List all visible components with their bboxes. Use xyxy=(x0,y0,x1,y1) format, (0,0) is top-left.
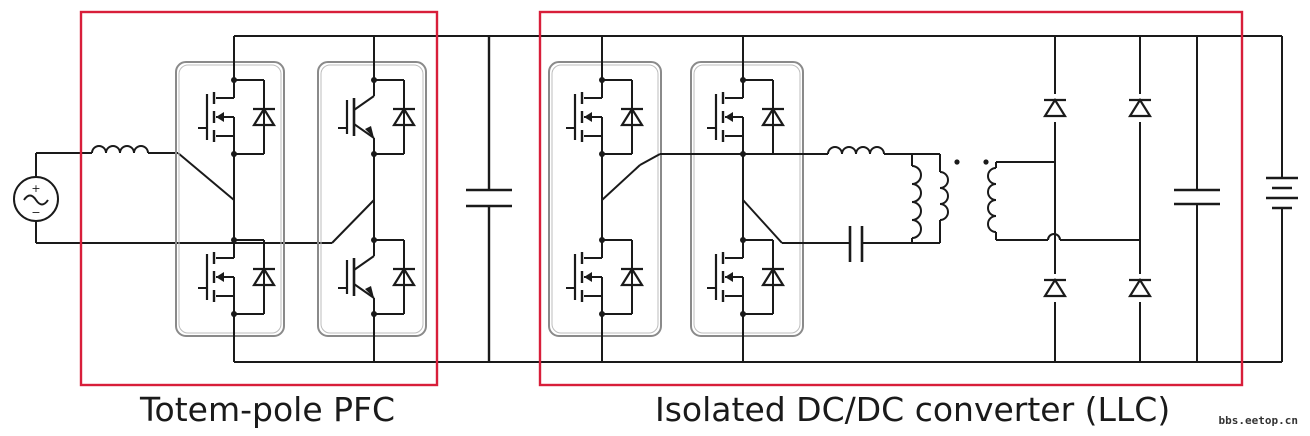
pfc-high-igbt-icon xyxy=(338,77,415,157)
ac-source-icon: + − xyxy=(13,152,332,244)
magnetizing-inductor-icon xyxy=(911,165,922,239)
pfc-section-label: Totem-pole PFC xyxy=(140,390,396,429)
pfc-high-mosfet-icon xyxy=(198,77,275,157)
polarity-dot-secondary xyxy=(983,159,989,165)
dc-bus xyxy=(234,35,1058,363)
pfc-igbt-leg xyxy=(317,36,427,362)
input-inductor-icon xyxy=(91,145,235,201)
source-minus-sign: − xyxy=(31,206,40,219)
transformer-primary-icon xyxy=(939,171,949,221)
resonant-tank xyxy=(639,146,1140,262)
llc1-low-mosfet-icon xyxy=(566,237,643,317)
llc2-low-mosfet-icon xyxy=(707,237,784,317)
battery-icon xyxy=(1266,36,1298,362)
polarity-dot-primary xyxy=(954,159,960,165)
dc-link-capacitor-icon xyxy=(466,36,512,362)
llc-section-label: Isolated DC/DC converter (LLC) xyxy=(655,390,1171,429)
rectifier-diodes xyxy=(1042,94,1153,302)
watermark: bbs.eetop.cn xyxy=(1218,414,1298,427)
transformer-secondary-icon xyxy=(987,167,997,233)
resonant-inductor-icon xyxy=(827,146,885,155)
llc-highlight-box xyxy=(538,10,1244,387)
pfc-low-mosfet-icon xyxy=(198,237,275,317)
llc-leg-2 xyxy=(690,36,804,362)
source-plus-sign: + xyxy=(31,182,40,195)
pfc-highlight-box xyxy=(79,10,439,387)
pfc-low-igbt-icon xyxy=(338,237,415,317)
llc-leg-1 xyxy=(548,36,662,362)
output-capacitor-icon xyxy=(1174,36,1220,362)
output-rectifier xyxy=(1054,35,1282,363)
pfc-mosfet-leg xyxy=(175,36,285,362)
llc1-high-mosfet-icon xyxy=(566,77,643,157)
llc2-high-mosfet-icon xyxy=(707,77,784,157)
